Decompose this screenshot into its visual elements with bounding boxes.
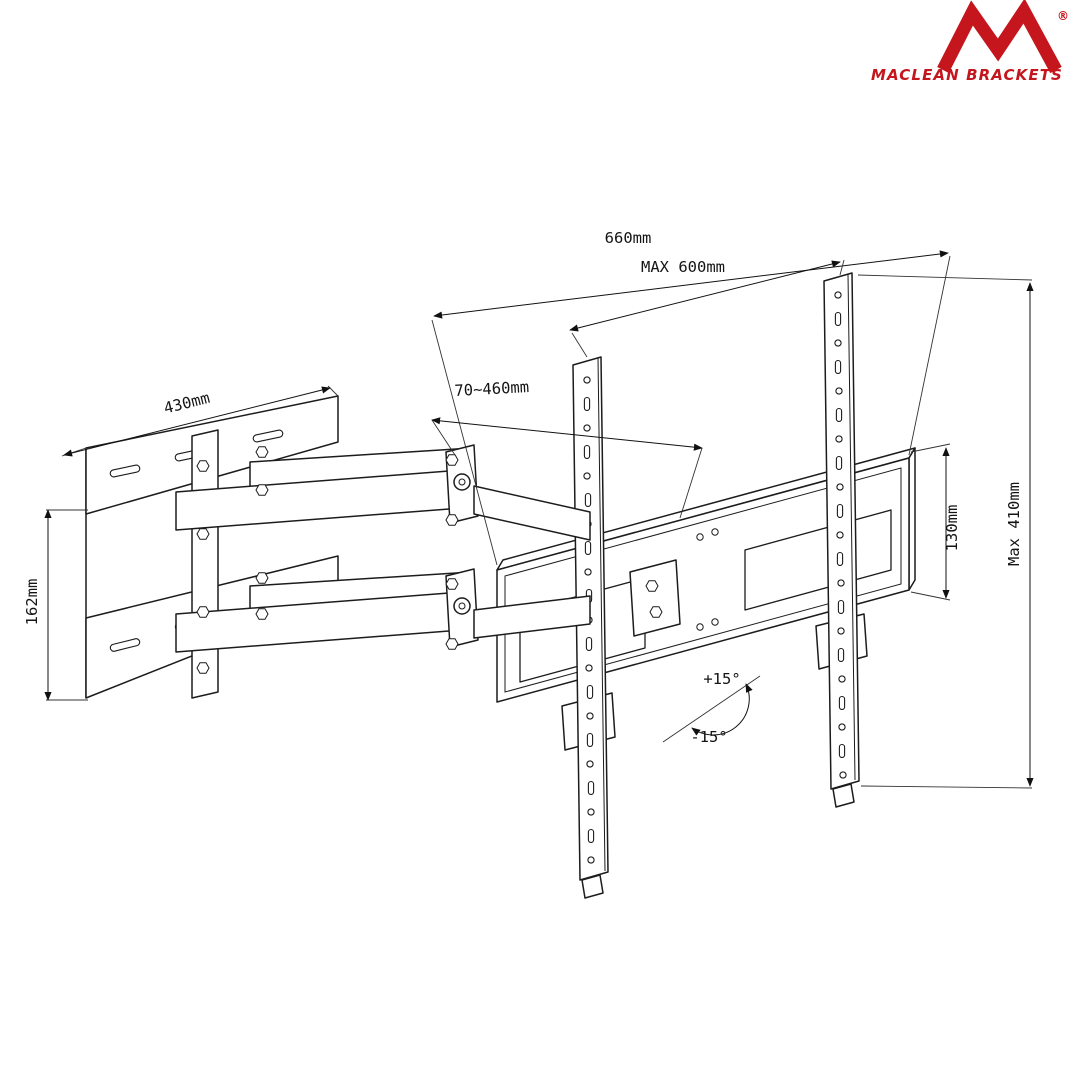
dimension-annotations: 660mm MAX 600mm 70~460mm 430mm 162mm (23, 229, 1034, 789)
dim-arm-range: 70~460mm (431, 378, 703, 519)
brand-name: MACLEAN BRACKETS (871, 66, 1063, 84)
tilt-bracket (629, 559, 681, 637)
tilt-down-label: -15° (690, 728, 727, 746)
lower-forearm (473, 595, 591, 639)
rail-bottom-hook (581, 874, 604, 899)
dim-label-660mm: 660mm (605, 229, 652, 247)
dim-max-600mm: MAX 600mm (569, 258, 845, 358)
wall-bracket (85, 395, 339, 699)
articulating-arms (175, 444, 681, 674)
vesa-rail-right (815, 272, 868, 808)
dim-label-130mm: 130mm (943, 505, 961, 552)
dim-130mm: 130mm (910, 443, 961, 601)
brand-logo: ® MACLEAN BRACKETS (871, 0, 1069, 84)
dim-label-430mm: 430mm (162, 389, 212, 418)
dim-label-max-410mm: Max 410mm (1005, 482, 1023, 566)
tilt-indicator: +15° -15° (662, 670, 761, 746)
tilt-up-label: +15° (703, 670, 740, 688)
dim-label-162mm: 162mm (23, 579, 41, 626)
upper-forearm (473, 485, 591, 541)
dim-label-max-600mm: MAX 600mm (641, 258, 725, 276)
dim-max-410mm: Max 410mm (857, 274, 1034, 789)
registered-mark: ® (1057, 9, 1069, 23)
rail-bottom-hook (832, 783, 855, 808)
dim-label-arm-range: 70~460mm (454, 378, 529, 400)
maclean-m-icon (937, 0, 1062, 74)
dim-162mm: 162mm (23, 509, 88, 701)
